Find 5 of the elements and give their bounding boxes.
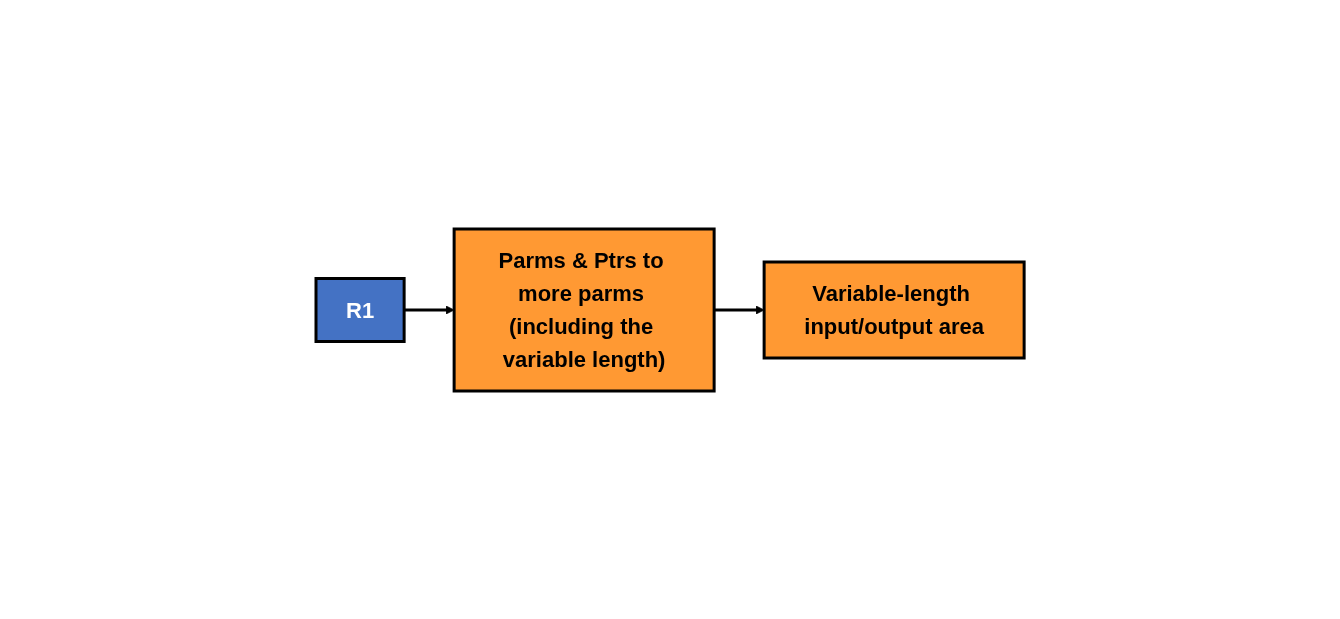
arrow: [404, 305, 455, 314]
node-box: Variable-length input/output area: [762, 260, 1026, 359]
node-box: Parms & Ptrs to more parms (including the variable length): [452, 227, 716, 392]
arrow: [714, 305, 765, 314]
node-box: R1: [314, 276, 406, 343]
